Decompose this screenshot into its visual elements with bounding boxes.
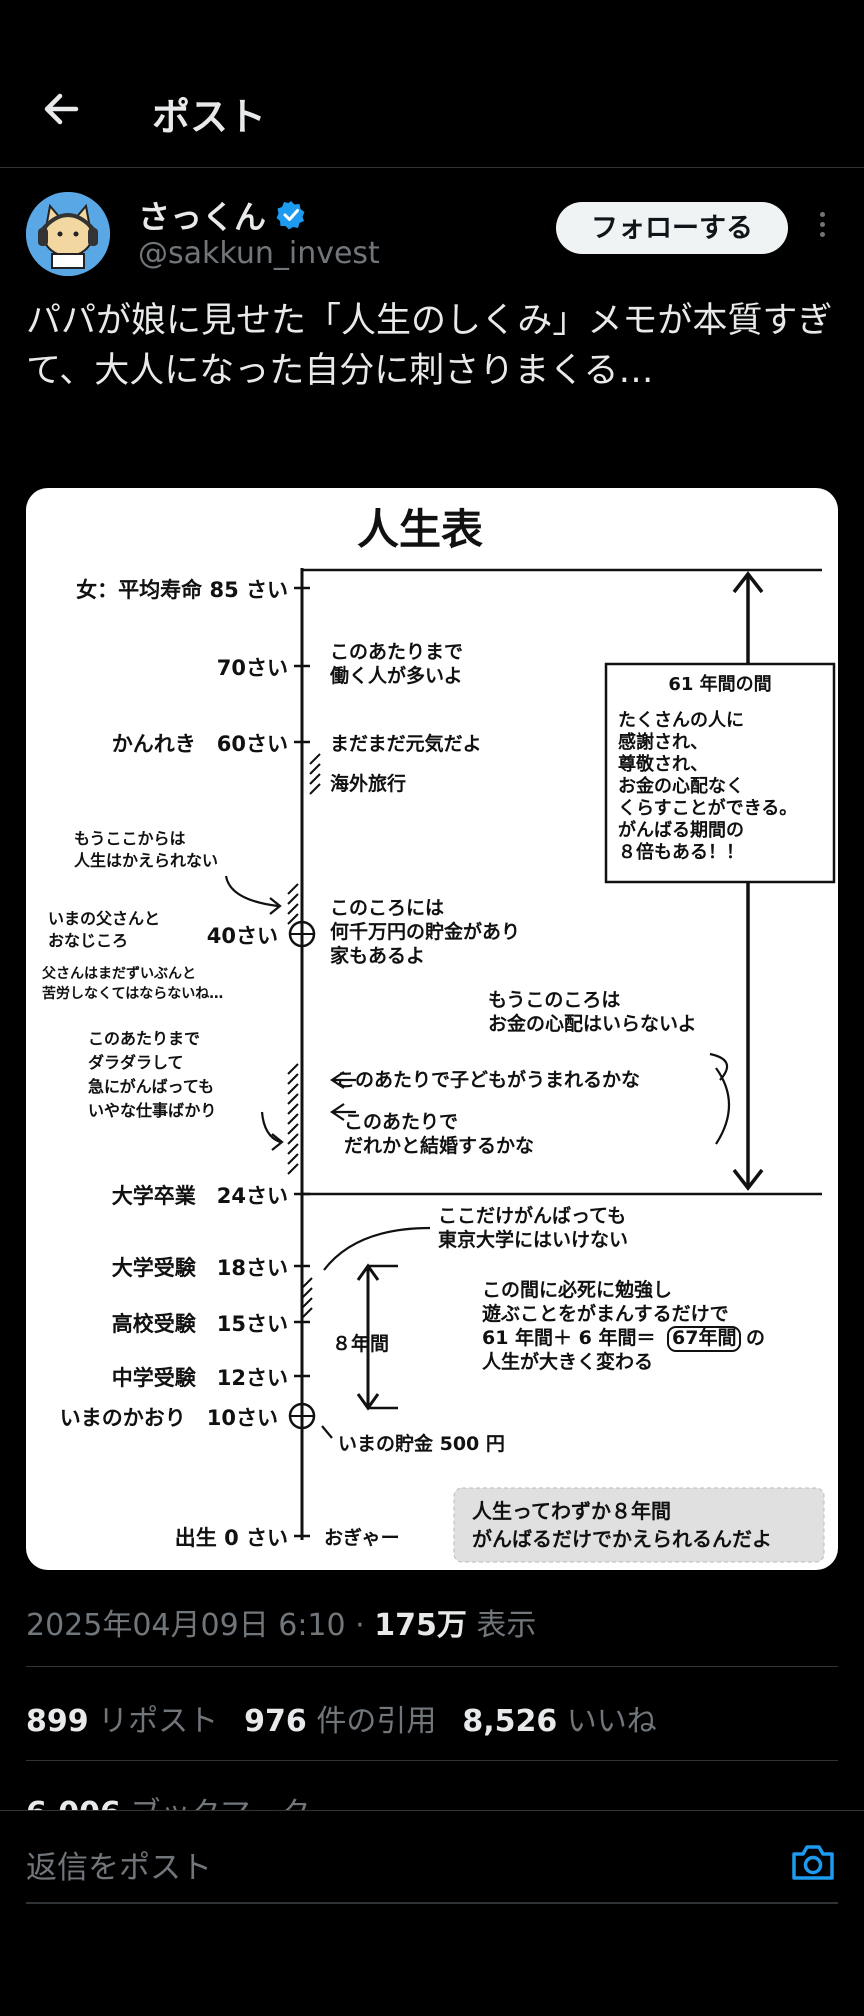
note-text: いまの貯金 500 円: [338, 1432, 505, 1455]
cat-avatar-icon: [26, 192, 110, 276]
post-datetime[interactable]: 2025年04月09日 6:10 ·: [26, 1608, 375, 1643]
likes-count: 8,526: [462, 1704, 558, 1739]
box-text: 尊敬され、: [618, 753, 708, 775]
note-text: このころには: [330, 897, 444, 919]
quotes-count: 976: [244, 1704, 307, 1739]
note-text: 東京大学にはいけない: [438, 1228, 628, 1251]
reply-underline: [26, 1902, 838, 1904]
back-arrow-icon[interactable]: [36, 84, 86, 134]
note-text: ８年間: [332, 1332, 389, 1355]
box-text: ８倍もある！！: [618, 841, 744, 863]
note-text: 67年間: [672, 1326, 736, 1349]
age-label: 70さい: [217, 656, 288, 680]
note-text: 家もあるよ: [330, 944, 425, 967]
follow-button[interactable]: フォローする: [556, 202, 788, 254]
box-text: たくさんの人に: [618, 710, 744, 731]
note-text: 人生はかえられない: [74, 851, 218, 870]
note-text: このあたりで: [344, 1111, 458, 1133]
page-title: ポスト: [152, 95, 267, 139]
bookmarks-stat[interactable]: 6,006 ブックマーク: [26, 1788, 310, 1810]
post-meta: 2025年04月09日 6:10 · 175万 表示: [26, 1600, 536, 1644]
note-text: の: [746, 1327, 765, 1349]
views-label: 表示: [466, 1608, 537, 1643]
top-bar: ポスト: [0, 0, 864, 168]
age-label: 大学卒業 24さい: [112, 1184, 288, 1208]
note-text: だれかと結婚するかな: [344, 1134, 534, 1157]
note-text: 何千万円の貯金があり: [330, 920, 520, 943]
box-text: 感謝され、: [618, 731, 708, 753]
note-text: お金の心配はいらないよ: [488, 1012, 697, 1035]
reply-bar: [0, 1810, 864, 2016]
image-title: 人生表: [357, 505, 483, 554]
engagement-stats: 899 リポスト 976 件の引用 8,526 いいね: [26, 1696, 657, 1740]
age-label: いまのかおり 10さい: [60, 1406, 278, 1430]
quotes-label: 件の引用: [316, 1704, 437, 1739]
reposts-stat[interactable]: 899 リポスト: [26, 1696, 218, 1740]
note-text: 海外旅行: [330, 772, 406, 795]
box-text: くらすことができる。: [618, 797, 797, 819]
note-text: 苦労しなくてはならないね…: [42, 985, 223, 1002]
age-label: 40さい: [207, 924, 278, 948]
note-text: 父さんはまだずいぶんと: [41, 965, 196, 982]
age-label: 中学受験 12さい: [112, 1366, 288, 1390]
note-text: この間に必死に勉強し: [482, 1278, 672, 1301]
bookmarks-label: ブックマーク: [130, 1796, 310, 1810]
note-text: もうこのころは: [488, 989, 620, 1011]
note-text: 働く人が多いよ: [329, 664, 463, 687]
box-text: がんばる期間の: [618, 819, 744, 841]
avatar[interactable]: [26, 192, 110, 276]
bookmarks-count: 6,006: [26, 1796, 121, 1810]
age-label: 高校受験 15さい: [112, 1312, 288, 1336]
author-name[interactable]: さっくん: [138, 192, 306, 238]
note-text: 急にがんばっても: [88, 1077, 214, 1096]
likes-label: いいね: [566, 1704, 657, 1739]
note-text: このあたりで子どもがうまれるかな: [336, 1068, 640, 1091]
post-image[interactable]: 人生表: [26, 488, 838, 1570]
post-text: パパが娘に見せた「人生のしくみ」メモが本質すぎて、大人になった自分に刺さりまくる…: [26, 301, 833, 391]
age-label: 出生 0 さい: [175, 1526, 288, 1550]
quotes-stat[interactable]: 976 件の引用: [244, 1696, 436, 1740]
reposts-count: 899: [26, 1704, 89, 1739]
verified-badge-icon: [276, 201, 305, 230]
note-text: 61 年間＋ 6 年間＝: [482, 1326, 656, 1349]
divider: [26, 1760, 838, 1761]
note-text: このあたりまで: [330, 641, 463, 663]
note-text: おなじころ: [48, 931, 128, 950]
box-text: お金の心配なく: [618, 775, 744, 797]
divider: [26, 1666, 838, 1667]
note-text: ここだけがんばっても: [438, 1204, 626, 1227]
age-label: 女：平均寿命 85 さい: [76, 578, 288, 602]
camera-icon[interactable]: [790, 1842, 836, 1882]
note-text: 人生が大きく変わる: [482, 1350, 653, 1373]
note-text: がんばるだけでかえられるんだよ: [472, 1527, 772, 1551]
reply-input[interactable]: 返信をポスト: [26, 1850, 212, 1886]
life-chart-drawing: 人生表: [41, 505, 836, 1563]
note-text: 遊ぶことをがまんするだけで: [482, 1302, 729, 1325]
note-text: ダラダラして: [88, 1053, 184, 1072]
age-label: かんれき 60さい: [112, 732, 288, 756]
note-text: もうここからは: [74, 829, 186, 848]
note-text: このあたりまで: [88, 1029, 200, 1048]
note-text: 人生ってわずか８年間: [472, 1499, 671, 1523]
author-handle[interactable]: @sakkun_invest: [138, 236, 380, 271]
view-count: 175万: [374, 1608, 467, 1643]
note-text: おぎゃー: [324, 1526, 400, 1549]
reposts-label: リポスト: [98, 1704, 219, 1739]
box-text: 61 年間の間: [668, 673, 771, 695]
likes-stat[interactable]: 8,526 いいね: [462, 1696, 656, 1740]
note-text: いやな仕事ばかり: [88, 1101, 216, 1120]
more-options-icon[interactable]: [812, 208, 832, 248]
age-label: 大学受験 18さい: [112, 1256, 288, 1280]
note-text: まだまだ元気だよ: [330, 732, 482, 755]
note-text: いまの父さんと: [48, 909, 160, 928]
